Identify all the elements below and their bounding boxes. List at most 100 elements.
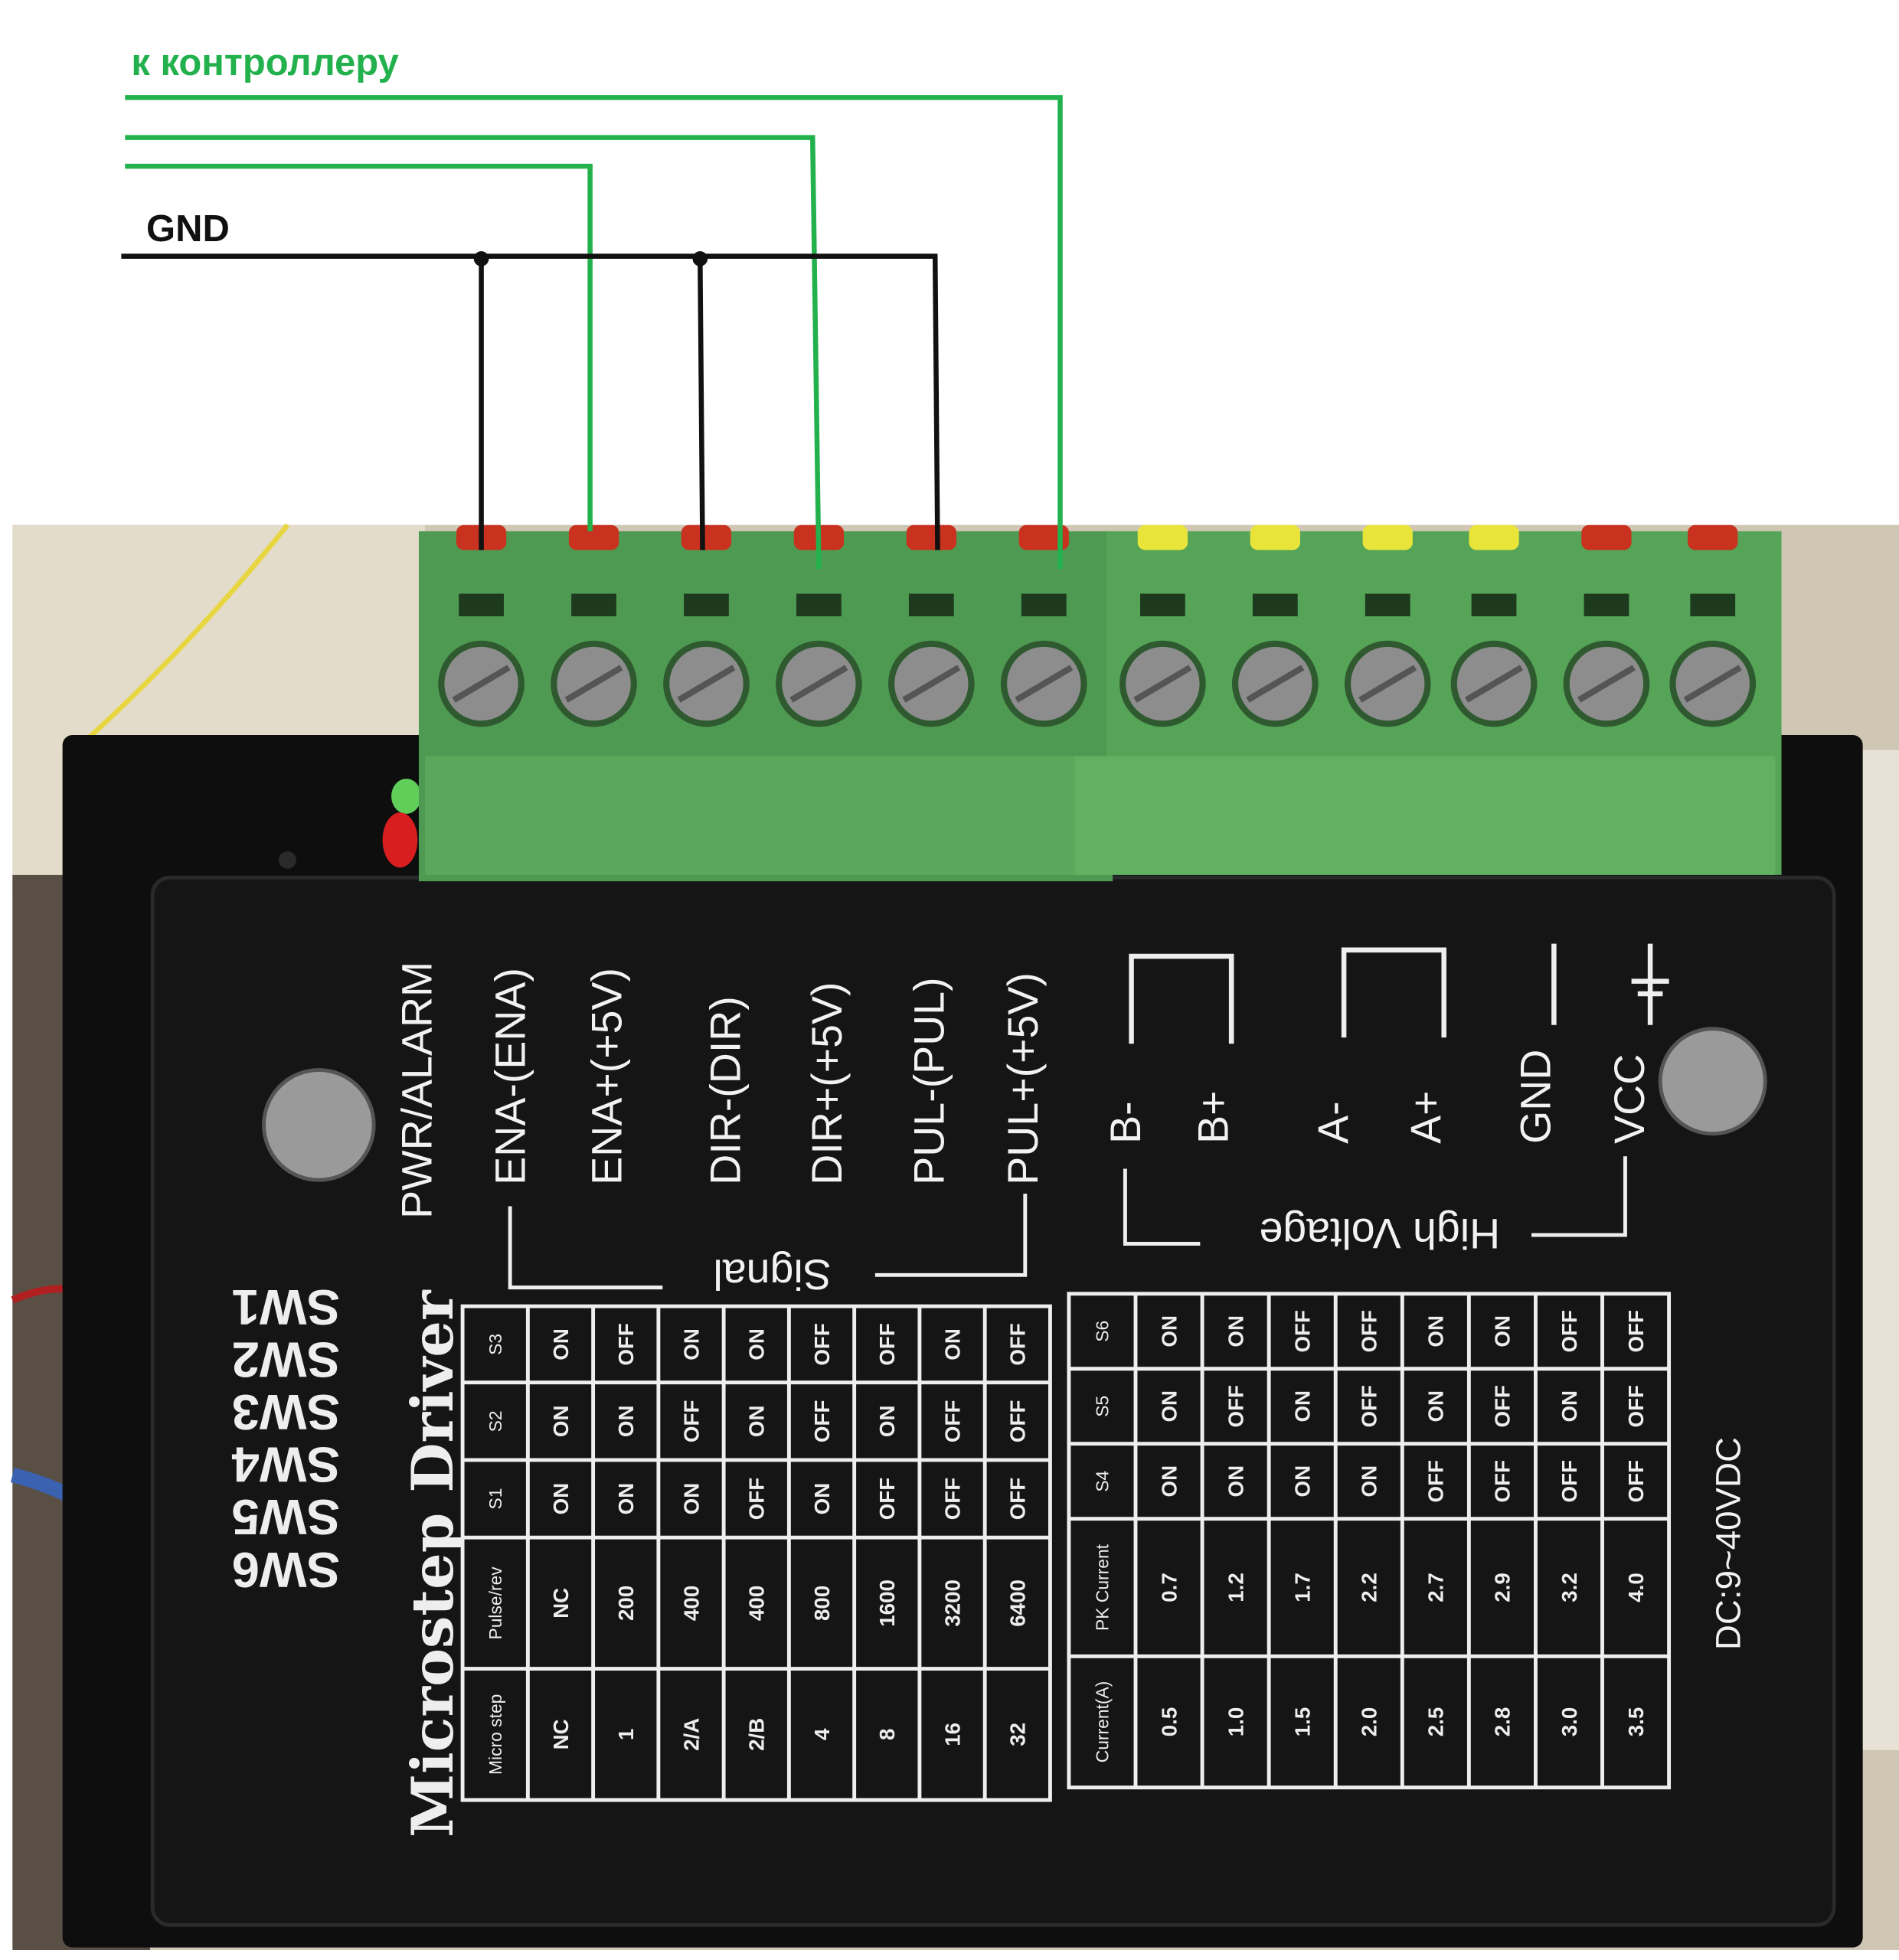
switch-label: SW6 (232, 1542, 341, 1598)
terminal-release-tab[interactable] (1018, 524, 1069, 550)
table-header-cell: S1 (485, 1488, 505, 1510)
screw-slot (1465, 665, 1524, 703)
terminal-block-power (1075, 531, 1782, 875)
junction-dot (692, 251, 708, 266)
table-cell: 32 (1006, 1723, 1030, 1746)
terminal-release-tab[interactable] (906, 524, 956, 550)
terminal-release-tab[interactable] (1688, 524, 1738, 550)
table-cell: ON (549, 1406, 573, 1438)
high-voltage-group-label: High Voltage (1259, 1210, 1500, 1257)
table-cell: NC (549, 1719, 573, 1749)
table-cell: 2.5 (1424, 1707, 1448, 1737)
table-cell: OFF (1224, 1385, 1247, 1428)
table-cell: 1.2 (1224, 1573, 1247, 1602)
table-cell: 1.7 (1290, 1573, 1314, 1602)
table-cell: OFF (1557, 1310, 1581, 1352)
table-cell: OFF (1624, 1310, 1648, 1352)
mount-screw-icon (262, 1068, 376, 1182)
table-cell: OFF (940, 1478, 964, 1520)
table-header-cell: Current(A) (1093, 1681, 1113, 1763)
table-cell: 16 (940, 1723, 964, 1746)
table-cell: ON (549, 1328, 573, 1361)
screw-slot (452, 665, 511, 703)
power-terminal-label: VCC (1606, 1054, 1653, 1144)
table-cell: ON (745, 1328, 769, 1361)
terminal-slot (1471, 593, 1517, 616)
terminal-slot (684, 593, 729, 616)
terminal-release-tab[interactable] (681, 524, 732, 550)
table-cell: ON (1358, 1465, 1381, 1498)
table-cell: 1 (614, 1729, 638, 1740)
terminal-release-tab[interactable] (1362, 524, 1413, 550)
power-terminal-label: A+ (1402, 1090, 1450, 1143)
screw-slot (1246, 665, 1305, 703)
table-cell: OFF (810, 1323, 834, 1365)
screw-slot (789, 665, 848, 703)
table-cell: 0.5 (1157, 1707, 1181, 1737)
mount-screw-icon (1658, 1027, 1767, 1136)
switch-label: SW3 (232, 1384, 341, 1440)
screw-slot (1133, 665, 1192, 703)
wire-dir-minus (698, 258, 705, 550)
signal-terminal-label: ENA-(ENA) (487, 968, 534, 1185)
power-spec-label: DC:9~40VDC (1709, 1437, 1748, 1650)
table-cell: ON (679, 1328, 703, 1361)
wiring-overlay: к контроллеру GND (121, 42, 1063, 569)
table-cell: ON (1491, 1315, 1515, 1348)
signal-terminal-label: DIR-(DIR) (702, 996, 750, 1185)
table-cell: 2/B (745, 1718, 769, 1751)
switch-label: SW5 (232, 1489, 341, 1545)
table-header-cell: Micro step (485, 1694, 505, 1775)
signal-terminal-label: PUL-(PUL) (906, 977, 953, 1184)
terminal-release-tab[interactable] (1581, 524, 1632, 550)
screw-slot (564, 665, 623, 703)
table-cell: ON (1424, 1390, 1448, 1423)
table-cell: ON (810, 1483, 834, 1515)
table-cell: 3.5 (1624, 1707, 1648, 1737)
terminal-release-tab[interactable] (1469, 524, 1519, 550)
pwr-alarm-label: PWR/ALARM (393, 962, 440, 1219)
table-cell: 2.0 (1358, 1707, 1381, 1737)
terminal-slot (571, 593, 616, 616)
table-cell: 3.2 (1557, 1573, 1581, 1602)
table-cell: OFF (614, 1323, 638, 1365)
table-cell: ON (614, 1483, 638, 1515)
table-header-cell: Pulse/rev (485, 1566, 505, 1640)
signal-terminal-label: ENA+(+5V) (583, 968, 630, 1185)
table-cell: OFF (810, 1400, 834, 1442)
table-cell: ON (1224, 1465, 1247, 1498)
table-cell: 1.0 (1224, 1707, 1247, 1737)
table-cell: 2/A (679, 1718, 703, 1751)
table-cell: OFF (875, 1478, 899, 1520)
screw-slot (1683, 665, 1742, 703)
screw-slot (902, 665, 961, 703)
terminal-release-tab[interactable] (1250, 524, 1300, 550)
controller-label: к контроллеру (131, 42, 398, 83)
signal-terminal-label: DIR+(+5V) (803, 982, 851, 1184)
table-header-cell: S2 (485, 1410, 505, 1432)
table-cell: 2.7 (1424, 1573, 1448, 1602)
table-cell: OFF (1624, 1460, 1648, 1502)
table-cell: ON (1424, 1315, 1448, 1348)
screw-slot (1358, 665, 1417, 703)
table-cell: ON (1557, 1390, 1581, 1423)
gnd-label: GND (146, 208, 230, 250)
table-cell: OFF (1358, 1385, 1381, 1428)
screw-slot (1015, 665, 1074, 703)
terminal-release-tab[interactable] (568, 524, 619, 550)
table-cell: OFF (1424, 1460, 1448, 1502)
table-cell: ON (1290, 1465, 1314, 1498)
table-cell: ON (745, 1406, 769, 1438)
table-cell: OFF (679, 1400, 703, 1442)
power-terminal-label: B- (1102, 1101, 1149, 1144)
terminal-release-tab[interactable] (1137, 524, 1188, 550)
table-cell: 4.0 (1624, 1573, 1648, 1602)
table-cell: 4 (810, 1728, 834, 1740)
power-terminal-label: A- (1309, 1101, 1357, 1144)
power-terminal-label: GND (1512, 1050, 1559, 1144)
table-cell: 1.5 (1290, 1707, 1314, 1737)
table-cell: 200 (614, 1586, 638, 1621)
power-terminal-label: B+ (1189, 1090, 1237, 1143)
table-cell: OFF (1491, 1460, 1515, 1502)
